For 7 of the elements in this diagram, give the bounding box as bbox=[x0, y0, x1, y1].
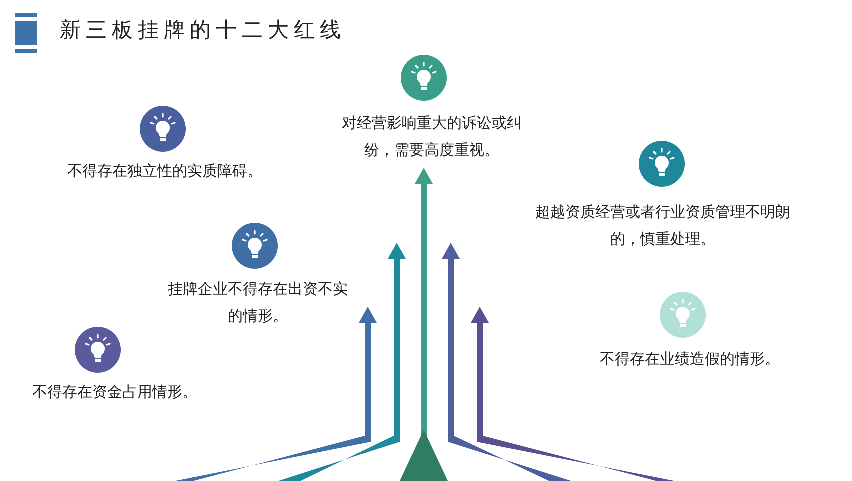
item-text: 不得存在独立性的实质障碍。 bbox=[68, 161, 262, 182]
item-text: 挂牌企业不得存在出资不实的情形。 bbox=[168, 279, 348, 327]
item-text: 超越资质经营或者行业资质管理不明朗的，慎重处理。 bbox=[534, 202, 792, 250]
item-text: 对经营影响重大的诉讼或纠纷，需要高度重视。 bbox=[341, 113, 523, 161]
title: 新三板挂牌的十二大红线 bbox=[60, 17, 346, 44]
item-text: 不得存在资金占用情形。 bbox=[32, 382, 198, 403]
item-text: 不得存在业绩造假的情形。 bbox=[600, 349, 780, 370]
